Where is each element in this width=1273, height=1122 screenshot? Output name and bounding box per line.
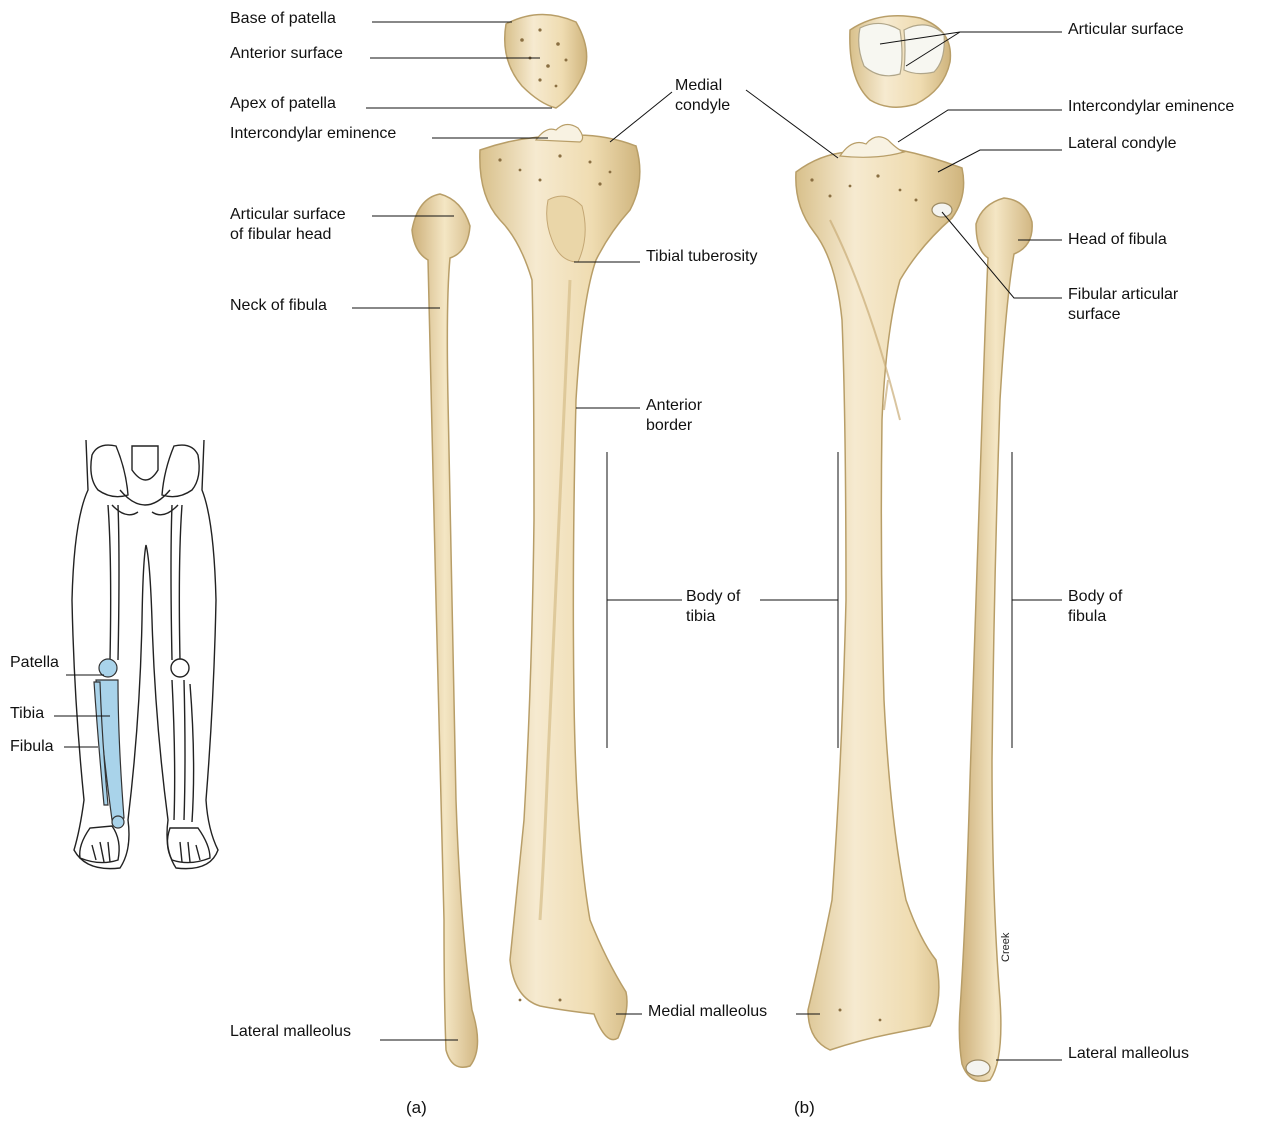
- tibia-eminence-posterior: [840, 137, 904, 158]
- inset-label-patella: Patella: [10, 653, 59, 673]
- inset-label-tibia: Tibia: [10, 704, 44, 724]
- label-intercondylar-eminence-b: Intercondylar eminence: [1068, 97, 1234, 117]
- label-neck-of-fibula: Neck of fibula: [230, 296, 327, 316]
- tibia-posterior: [796, 145, 964, 1050]
- inset-highlight-bones: [94, 659, 124, 828]
- label-lateral-malleolus-b: Lateral malleolus: [1068, 1044, 1189, 1064]
- label-lateral-condyle: Lateral condyle: [1068, 134, 1177, 154]
- tibia-anterior: [480, 135, 640, 1039]
- caption-a: (a): [406, 1098, 427, 1118]
- label-fibular-articular-surface: Fibular articular surface: [1068, 285, 1178, 325]
- label-articular-surface-fibular-head: Articular surface of fibular head: [230, 205, 346, 245]
- label-intercondylar-eminence-a: Intercondylar eminence: [230, 124, 396, 144]
- label-apex-of-patella: Apex of patella: [230, 94, 336, 114]
- patella-anterior: [505, 14, 587, 108]
- inset-skeleton: [72, 440, 218, 869]
- label-body-of-fibula: Body of fibula: [1068, 587, 1122, 627]
- label-medial-condyle: Medial condyle: [675, 76, 730, 116]
- caption-b: (b): [794, 1098, 815, 1118]
- label-anterior-border: Anterior border: [646, 396, 702, 436]
- label-base-of-patella: Base of patella: [230, 9, 336, 29]
- tibia-eminence-anterior: [536, 124, 583, 142]
- label-body-of-tibia: Body of tibia: [686, 587, 740, 627]
- label-anterior-surface: Anterior surface: [230, 44, 343, 64]
- inset-label-fibula: Fibula: [10, 737, 54, 757]
- fibula-posterior: [959, 198, 1032, 1081]
- label-lateral-malleolus-a: Lateral malleolus: [230, 1022, 351, 1042]
- artist-signature: Creek: [1000, 933, 1012, 962]
- fibula-distal-facet: [966, 1060, 990, 1076]
- label-tibial-tuberosity: Tibial tuberosity: [646, 247, 757, 267]
- label-medial-malleolus: Medial malleolus: [648, 1002, 767, 1022]
- label-articular-surface: Articular surface: [1068, 20, 1184, 40]
- fibula-anterior: [412, 194, 478, 1067]
- fibular-articular-facet-shape: [932, 203, 952, 217]
- label-head-of-fibula: Head of fibula: [1068, 230, 1167, 250]
